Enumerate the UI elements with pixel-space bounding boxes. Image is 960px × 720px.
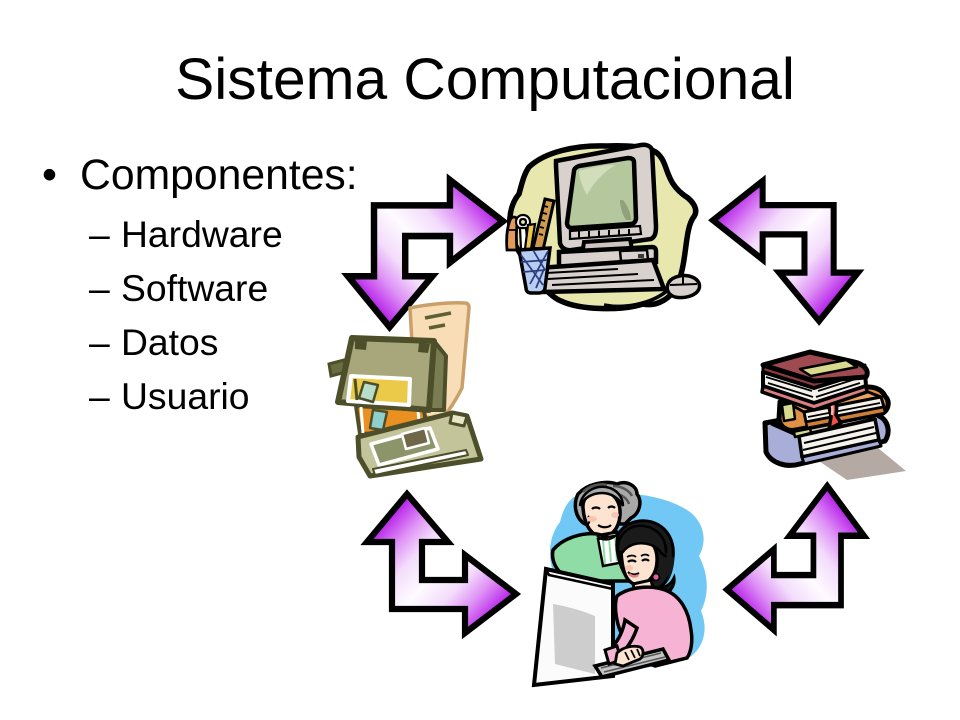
- list-item-label: Software: [121, 267, 269, 310]
- dash-marker: –: [89, 267, 110, 310]
- arrow-computer-books-icon: [708, 174, 865, 326]
- arrow-books-users-icon: [722, 481, 871, 637]
- list-item-label: Hardware: [121, 212, 283, 255]
- dash-marker: –: [89, 212, 110, 255]
- dash-marker: –: [89, 375, 110, 418]
- arrow-computer-software-icon: [341, 173, 509, 333]
- computer-clipart: [500, 138, 712, 322]
- floppy-disks-clipart: [318, 298, 488, 492]
- books-clipart: [750, 345, 910, 485]
- slide-title: Sistema Computacional: [175, 46, 795, 112]
- bullet-marker: •: [42, 151, 57, 200]
- dash-marker: –: [89, 321, 110, 364]
- list-item-label: Componentes:: [80, 151, 358, 200]
- list-item-label: Usuario: [121, 375, 250, 418]
- bullet-list: • Componentes: – Hardware – Software – D…: [0, 0, 520, 440]
- people-clipart: [525, 480, 715, 700]
- list-item-label: Datos: [121, 321, 219, 364]
- arrow-software-users-icon: [360, 489, 522, 640]
